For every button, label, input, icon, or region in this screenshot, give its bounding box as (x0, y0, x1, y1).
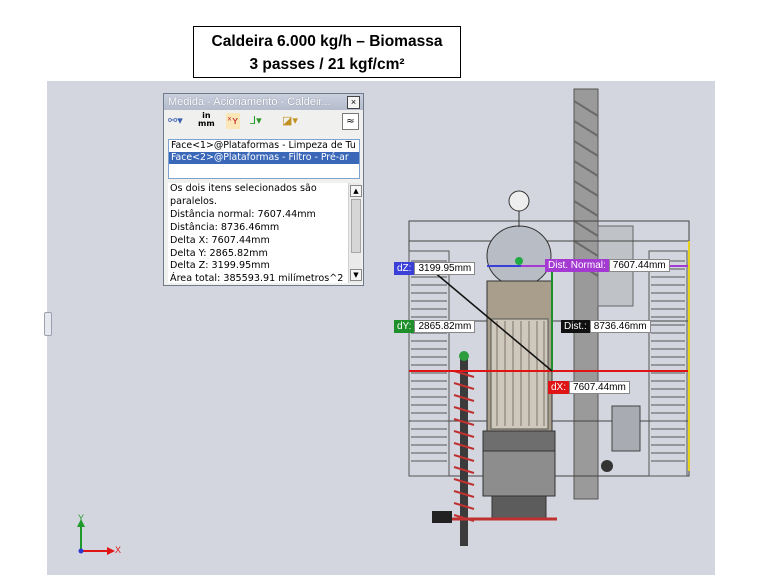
scroll-down-icon[interactable]: ▼ (350, 269, 362, 281)
scroll-thumb[interactable] (351, 199, 361, 253)
selection-list[interactable]: Face<1>@Plataformas - Limpeza de Tu Face… (168, 139, 360, 179)
motor (601, 460, 613, 472)
dialog-title-bar[interactable]: Medida - Acionamento - Caldeir... × (164, 94, 363, 110)
viewport-side-handle[interactable] (44, 312, 52, 336)
fan-unit (611, 405, 641, 452)
result-line: Delta Z: 3199.95mm (170, 260, 270, 272)
coordinate-system-icon[interactable]: ⅃▾ (250, 114, 262, 127)
scroll-up-icon[interactable]: ▲ (350, 185, 362, 197)
measure-results: Os dois itens selecionados são paralelos… (168, 183, 348, 283)
collapse-button[interactable]: ≈ (342, 113, 359, 130)
result-line: Os dois itens selecionados são (170, 183, 317, 194)
results-scrollbar[interactable]: ▲ ▼ (348, 183, 362, 283)
steam-drum (486, 190, 552, 287)
measure-arc-options-icon[interactable]: ⚯▾ (168, 114, 183, 127)
right-stairs (648, 250, 688, 477)
boiler-model-drawing (408, 88, 690, 546)
furnace-body (482, 280, 556, 519)
dx-tag: dX: 7607.44mm (548, 381, 630, 394)
dist-normal-tag: Dist. Normal: 7607.44mm (545, 259, 670, 272)
measure-dialog[interactable]: Medida - Acionamento - Caldeir... × ⚯▾ i… (163, 93, 364, 286)
distance-tag: Dist.: 8736.46mm (561, 320, 651, 333)
result-line: Delta X: 7607.44mm (170, 234, 270, 246)
axis-x-label: X (115, 545, 122, 555)
axis-y-label: Y (78, 513, 85, 523)
result-line: Área total: 385593.91 milímetros^2 (170, 273, 344, 283)
close-icon[interactable]: × (347, 96, 360, 109)
show-xyz-icon[interactable]: ˣʏ (226, 113, 240, 129)
left-stairs (408, 250, 450, 477)
list-item[interactable]: Face<1>@Plataformas - Limpeza de Tu (171, 140, 356, 151)
axis-triad (77, 519, 115, 555)
dy-tag: dY: 2865.82mm (394, 320, 476, 333)
dialog-toolbar: ⚯▾ in mm ˣʏ ⅃▾ ◪▾ ≈ (164, 110, 363, 132)
screw-conveyor (432, 351, 557, 546)
projection-icon[interactable]: ◪▾ (282, 114, 298, 127)
result-line: Distância: 8736.46mm (170, 221, 280, 233)
result-line: paralelos. (170, 195, 217, 207)
dialog-title: Medida - Acionamento - Caldeir... (168, 96, 331, 108)
slide-title-line2: 3 passes / 21 kgf/cm² (249, 56, 405, 73)
slide-title-box: Caldeira 6.000 kg/h – Biomassa 3 passes … (193, 26, 461, 78)
chimney (573, 88, 599, 500)
result-line: Delta Y: 2865.82mm (170, 247, 268, 259)
dz-tag: dZ: 3199.95mm (394, 262, 476, 275)
units-precision-button[interactable]: in mm (198, 111, 215, 128)
slide-title-line1: Caldeira 6.000 kg/h – Biomassa (211, 33, 443, 50)
list-item[interactable]: Face<2>@Plataformas - Filtro - Pré-ar (169, 152, 359, 164)
result-line: Distância normal: 7607.44mm (170, 208, 316, 220)
